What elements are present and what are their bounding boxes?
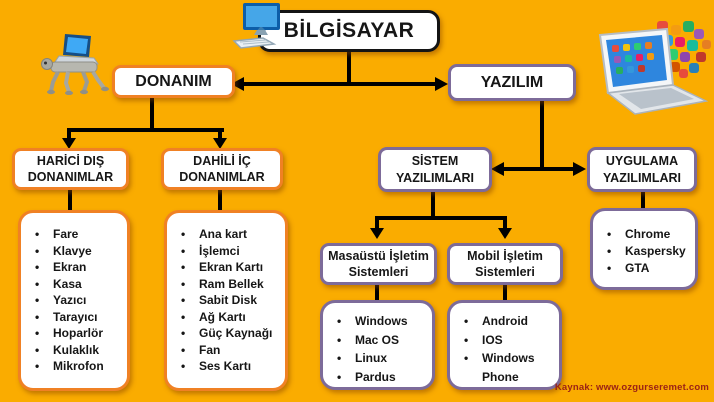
node-uygulama-label: UYGULAMA YAZILIMLARI [602, 154, 681, 185]
connector-sw-split-shaft [500, 167, 578, 171]
list-item: Ağ Kartı [179, 309, 281, 326]
node-dahili-ic-donanimlar: DAHİLİ İÇ DONANIMLAR [161, 148, 283, 190]
list-external-hardware: FareKlavyeEkranKasaYazıcıTarayıcıHoparlö… [18, 210, 130, 391]
arrowhead-to-application [573, 162, 586, 176]
list-external-hardware-items: FareKlavyeEkranKasaYazıcıTarayıcıHoparlö… [21, 213, 127, 375]
list-item: Pardus [335, 368, 428, 387]
arrowhead-to-mobile-os [498, 228, 512, 239]
connector-system-down [431, 191, 435, 220]
list-item: IOS [462, 331, 555, 350]
connector-hw-sw-shaft [243, 82, 441, 86]
desktop-computer-icon [232, 3, 280, 49]
list-internal-hardware-items: Ana kartİşlemciEkran KartıRam BellekSabi… [167, 213, 285, 375]
node-sistem-label: SİSTEM YAZILIMLARI [395, 154, 474, 185]
connector-software-down [540, 99, 544, 169]
arrowhead-to-internal [213, 138, 227, 149]
list-internal-hardware: Ana kartİşlemciEkran KartıRam BellekSabi… [164, 210, 288, 391]
list-desktop-os-items: WindowsMac OSLinuxPardus [323, 303, 432, 386]
connector-external-list [68, 188, 72, 211]
node-dahili-label: DAHİLİ İÇ DONANIMLAR [179, 153, 265, 184]
list-item: Kulaklık [33, 342, 123, 359]
list-item: Windows [335, 312, 428, 331]
list-item: Android [462, 312, 555, 331]
list-item: Hoparlör [33, 325, 123, 342]
list-item: Linux [335, 349, 428, 368]
list-desktop-os: WindowsMac OSLinuxPardus [320, 300, 435, 390]
node-yazilim-label: YAZILIM [480, 73, 544, 91]
list-item: Mikrofon [33, 358, 123, 375]
list-mobile-os: AndroidIOSWindows Phone [447, 300, 562, 390]
node-mobil-label: Mobil İşletim Sistemleri [467, 248, 543, 279]
connector-desktop-list [375, 284, 379, 301]
list-item: Kaspersky [605, 243, 691, 260]
source-attribution: Kaynak: www.ozgurseremet.com [554, 382, 709, 393]
list-item: İşlemci [179, 243, 281, 260]
connector-stub-internal [218, 130, 222, 139]
connector-title-down [347, 52, 351, 84]
connector-application-list [641, 191, 645, 209]
list-item: Ekran [33, 259, 123, 276]
list-item: Ana kart [179, 226, 281, 243]
connector-stub-external [67, 130, 71, 139]
list-item: Windows Phone [462, 349, 555, 386]
node-mobil-isletim-sistemleri: Mobil İşletim Sistemleri [447, 243, 563, 285]
list-item: Ekran Kartı [179, 259, 281, 276]
node-donanim-label: DONANIM [135, 72, 212, 90]
list-item: Tarayıcı [33, 309, 123, 326]
connector-stub-mobile [503, 219, 507, 229]
list-item: Ses Kartı [179, 358, 281, 375]
laptop-with-app-icons-icon [598, 21, 711, 115]
robot-dog-icon [41, 34, 109, 95]
connector-stub-desktop [375, 219, 379, 229]
list-item: Chrome [605, 226, 691, 243]
list-application-software: ChromeKasperskyGTA [590, 208, 698, 290]
connector-mobile-list [503, 284, 507, 301]
node-bilgisayar-label: BİLGİSAYAR [283, 19, 415, 42]
arrowhead-to-desktop-os [370, 228, 384, 239]
list-item: Mac OS [335, 331, 428, 350]
connector-hardware-down [150, 97, 154, 130]
node-sistem-yazilimlari: SİSTEM YAZILIMLARI [378, 147, 492, 192]
list-item: GTA [605, 260, 691, 277]
connector-system-split [375, 216, 507, 220]
node-uygulama-yazilimlari: UYGULAMA YAZILIMLARI [587, 147, 697, 192]
node-donanim: DONANIM [112, 65, 235, 98]
list-item: Klavye [33, 243, 123, 260]
list-item: Sabit Disk [179, 292, 281, 309]
node-yazilim: YAZILIM [448, 64, 576, 101]
list-application-software-items: ChromeKasperskyGTA [593, 211, 695, 277]
node-masaustu-label: Masaüstü İşletim Sistemleri [328, 248, 429, 279]
arrowhead-to-system [491, 162, 504, 176]
node-bilgisayar: BİLGİSAYAR [258, 10, 440, 52]
arrowhead-to-software [435, 77, 448, 91]
list-mobile-os-items: AndroidIOSWindows Phone [450, 303, 559, 386]
connector-internal-list [218, 188, 222, 211]
node-harici-label: HARİCİ DIŞ DONANIMLAR [27, 153, 114, 184]
list-item: Güç Kaynağı [179, 325, 281, 342]
list-item: Yazıcı [33, 292, 123, 309]
list-item: Fare [33, 226, 123, 243]
node-harici-dis-donanimlar: HARİCİ DIŞ DONANIMLAR [12, 148, 129, 190]
list-item: Ram Bellek [179, 276, 281, 293]
arrowhead-to-external [62, 138, 76, 149]
list-item: Kasa [33, 276, 123, 293]
list-item: Fan [179, 342, 281, 359]
connector-hardware-split [67, 128, 224, 132]
node-masaustu-isletim-sistemleri: Masaüstü İşletim Sistemleri [320, 243, 437, 285]
